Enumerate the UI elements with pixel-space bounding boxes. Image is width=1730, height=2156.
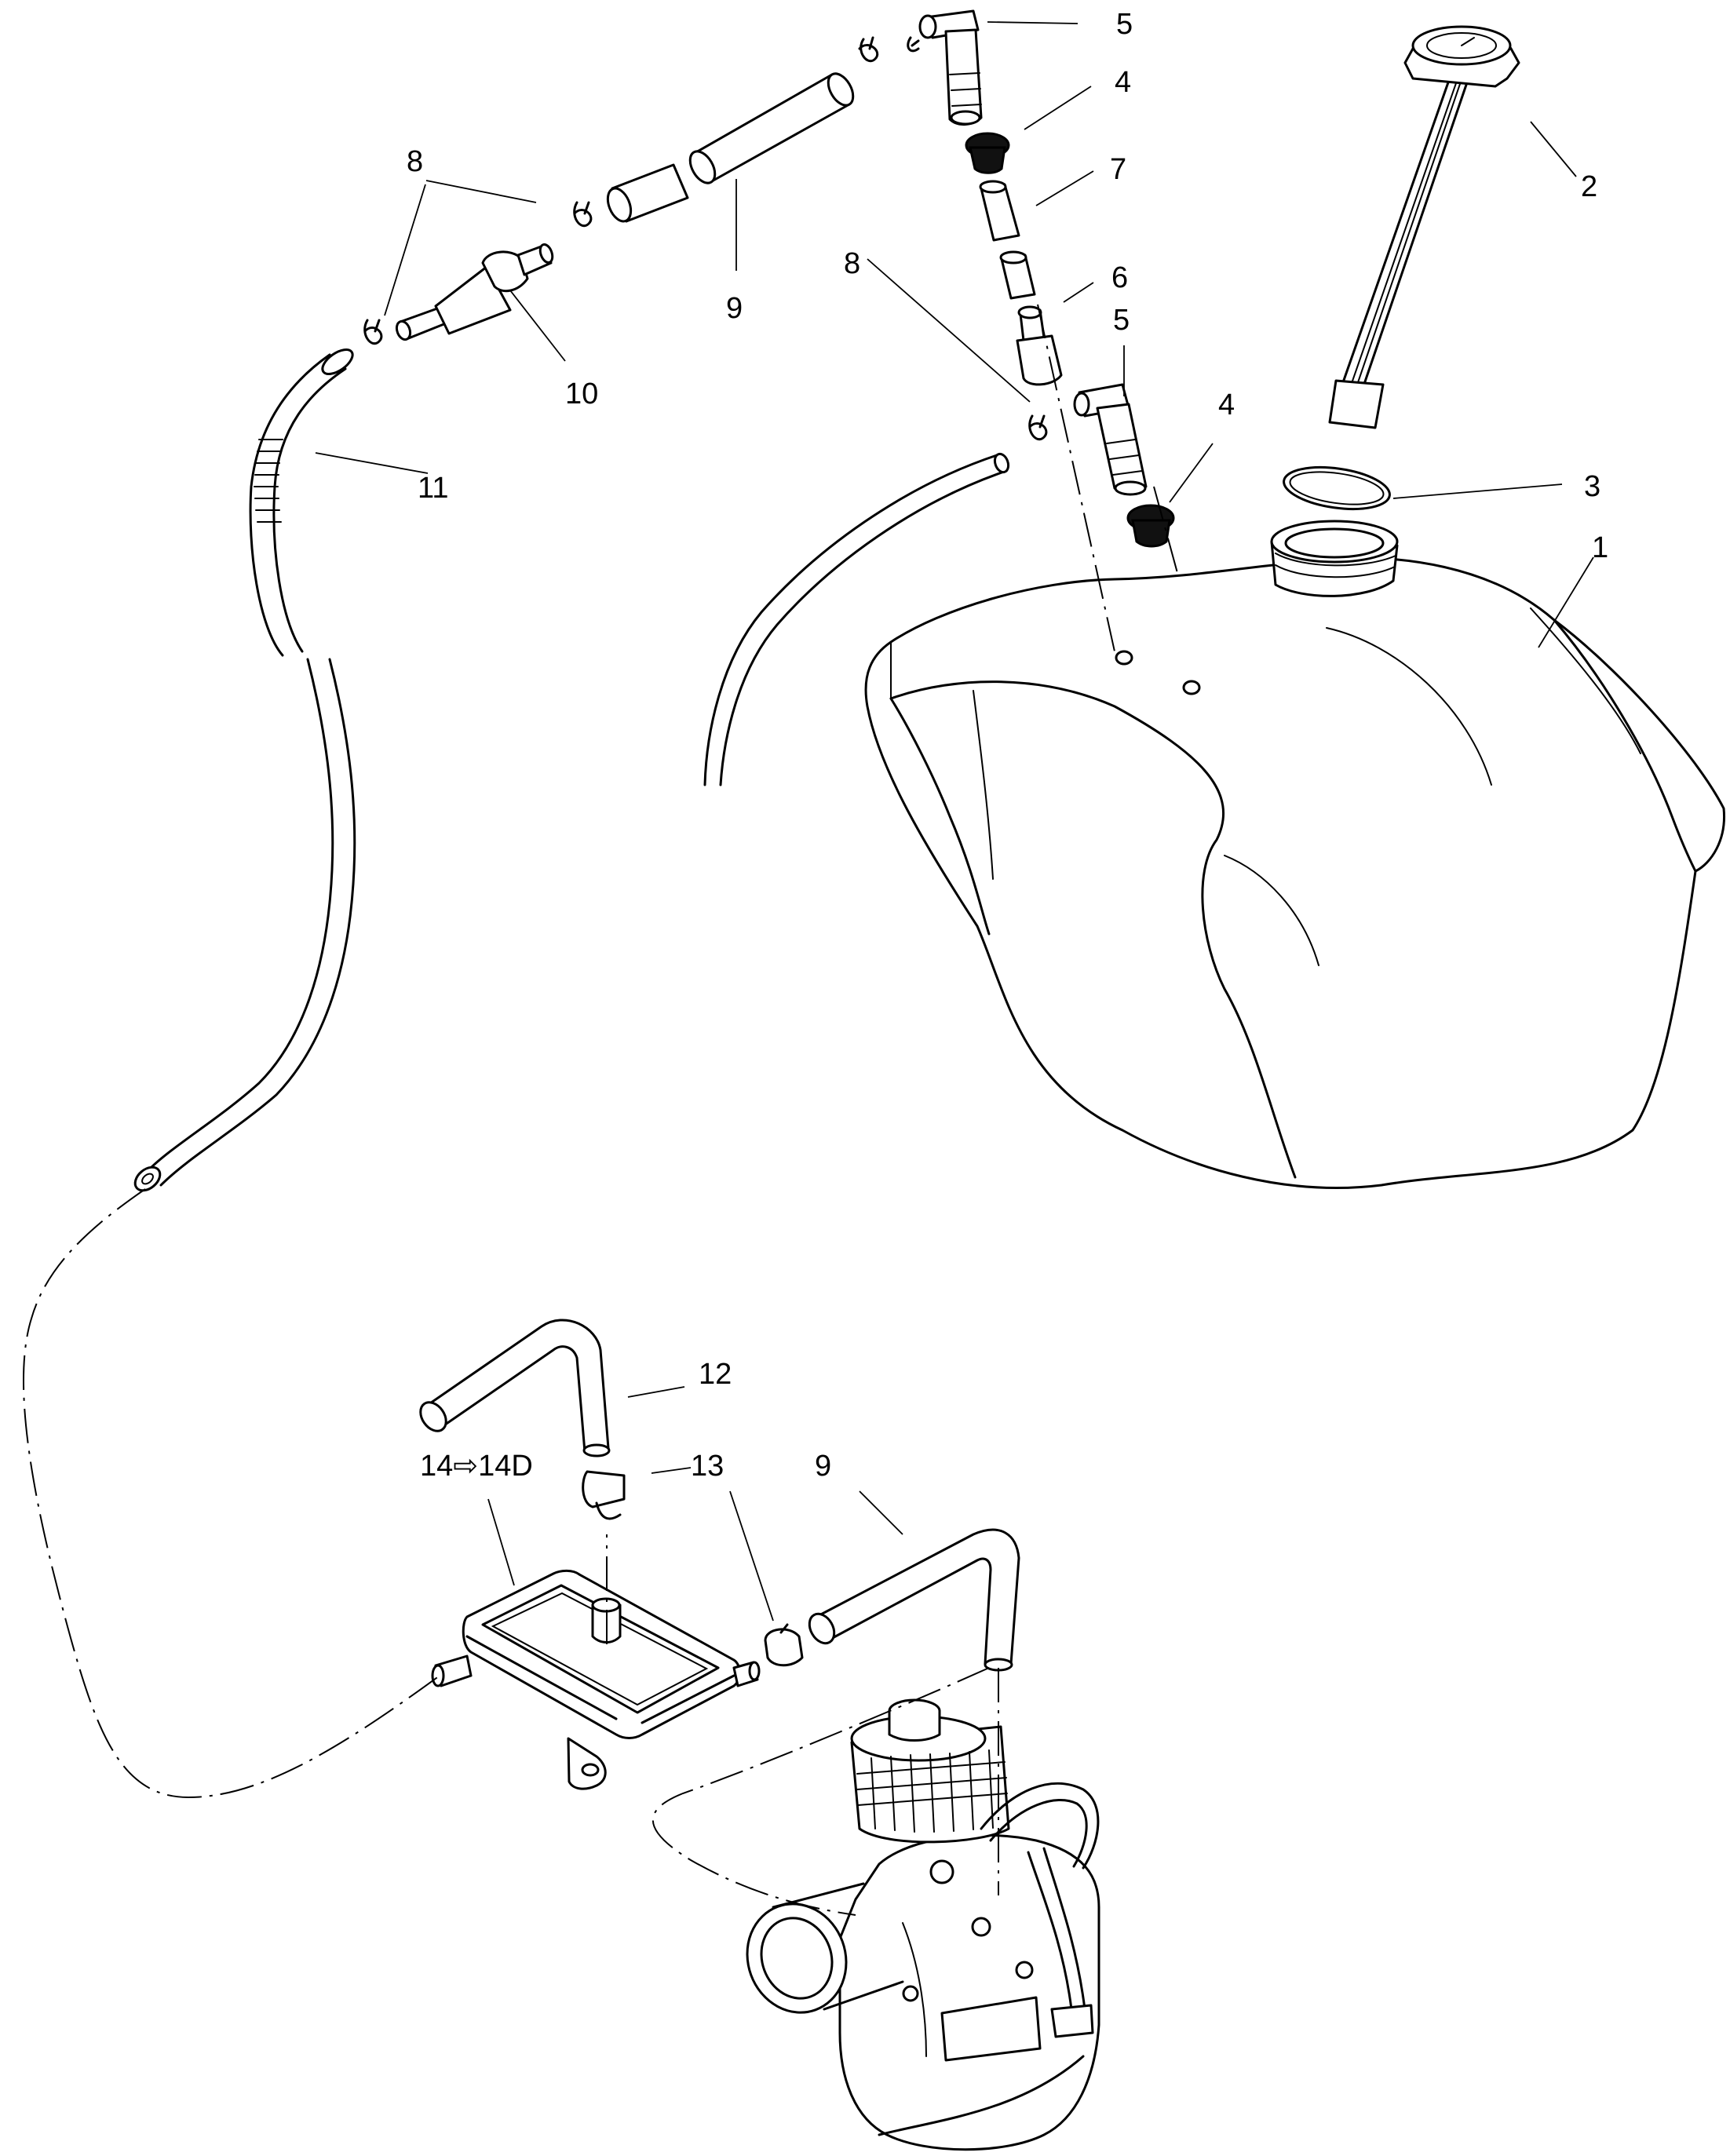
connector-fitting	[1016, 305, 1063, 386]
callout-1: 1	[1592, 531, 1608, 564]
short-hose-lower	[999, 250, 1036, 300]
leader-lines	[315, 21, 1594, 1622]
callout-8-left: 8	[407, 145, 423, 178]
fuel-line-long	[133, 348, 356, 1192]
callout-9-upper: 9	[726, 292, 743, 325]
fuel-pump	[431, 1569, 761, 1790]
callout-11: 11	[418, 472, 448, 505]
callout-2: 2	[1581, 170, 1597, 203]
callout-8-middle: 8	[844, 247, 860, 280]
callout-7: 7	[1110, 153, 1126, 186]
fuel-gauge-sender	[1328, 25, 1520, 429]
callout-4-upper: 4	[1115, 66, 1131, 99]
callout-13: 13	[691, 1450, 724, 1483]
callout-14-range: 14⇨14D	[420, 1450, 533, 1483]
spring-clamp-lower	[764, 1623, 804, 1667]
routing-lines	[23, 304, 1178, 1916]
fuel-hose-top	[606, 72, 855, 223]
callout-10: 10	[565, 378, 598, 410]
grommet-lower	[1126, 504, 1175, 548]
grommet-upper	[965, 132, 1010, 174]
fuel-hose-lower	[808, 1528, 1020, 1672]
hose-clamp-lower	[1028, 414, 1048, 440]
short-hose-upper	[979, 180, 1020, 242]
hose-clamp-left	[363, 319, 383, 345]
callout-labels: 1 2 3 4 4 5 5 6 7 8 8 9 9 10 11 12 13 14…	[407, 8, 1608, 1483]
carburetor	[746, 1698, 1100, 2151]
spring-clamp-upper	[582, 1470, 626, 1520]
callout-9-lower: 9	[815, 1450, 831, 1483]
callout-6: 6	[1111, 261, 1128, 294]
callout-5-lower: 5	[1113, 304, 1130, 337]
elbow-fitting-lower	[1073, 383, 1148, 496]
callout-12: 12	[699, 1358, 732, 1391]
hose-clamp-top-right	[907, 36, 920, 53]
fuel-tank	[864, 520, 1726, 1190]
callout-5-upper: 5	[1116, 8, 1133, 41]
inline-fuel-filter	[395, 243, 554, 341]
l-shaped-hose	[419, 1319, 611, 1457]
vent-hose	[703, 452, 1010, 786]
callout-4-lower: 4	[1218, 389, 1235, 421]
hose-clamp-middle	[573, 201, 593, 227]
hose-clamp-top	[858, 36, 878, 62]
o-ring	[1283, 465, 1391, 511]
elbow-fitting-upper	[918, 9, 983, 126]
callout-3: 3	[1584, 470, 1600, 503]
